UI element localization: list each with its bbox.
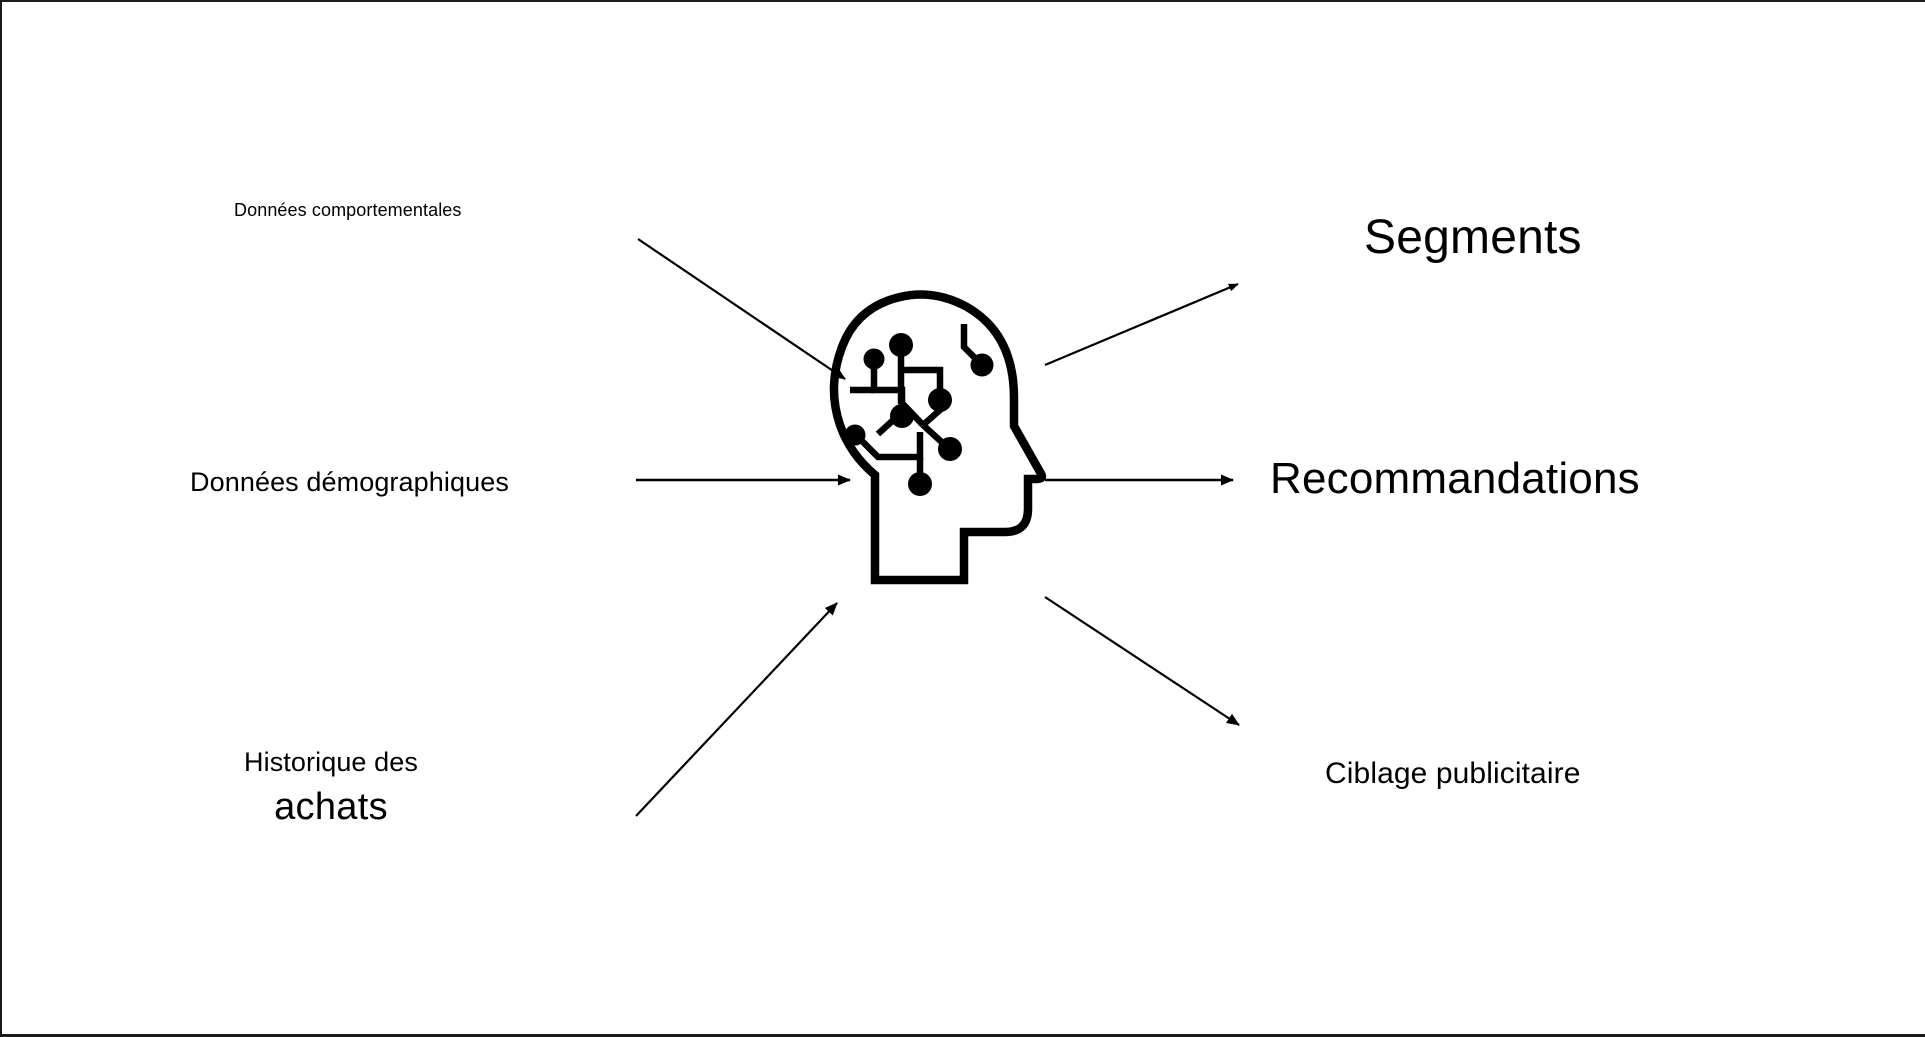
input-label-purchase-history-line1: Historique des	[244, 747, 418, 777]
arrow-purchase-to-head	[635, 602, 838, 817]
input-label-demographic-data: Données démographiques	[190, 467, 509, 497]
input-label-purchase-history-line2: achats	[274, 786, 388, 829]
arrow-behavioral-to-head	[637, 238, 846, 380]
output-label-ad-targeting: Ciblage publicitaire	[1325, 757, 1581, 790]
input-label-behavioral-data: Données comportementales	[234, 200, 462, 220]
arrow-head-to-advertising	[1044, 596, 1240, 726]
brain-circuit-traces	[850, 324, 982, 480]
arrow-head-to-segments	[1044, 282, 1239, 367]
output-label-recommendations: Recommandations	[1270, 454, 1640, 503]
input-label-purchase-history: Historique des achats	[244, 747, 418, 830]
ai-head-profile-icon	[829, 290, 1047, 585]
brain-circuit-nodes	[844, 333, 994, 496]
output-label-segments: Segments	[1364, 211, 1582, 264]
head-outline	[829, 290, 1047, 585]
